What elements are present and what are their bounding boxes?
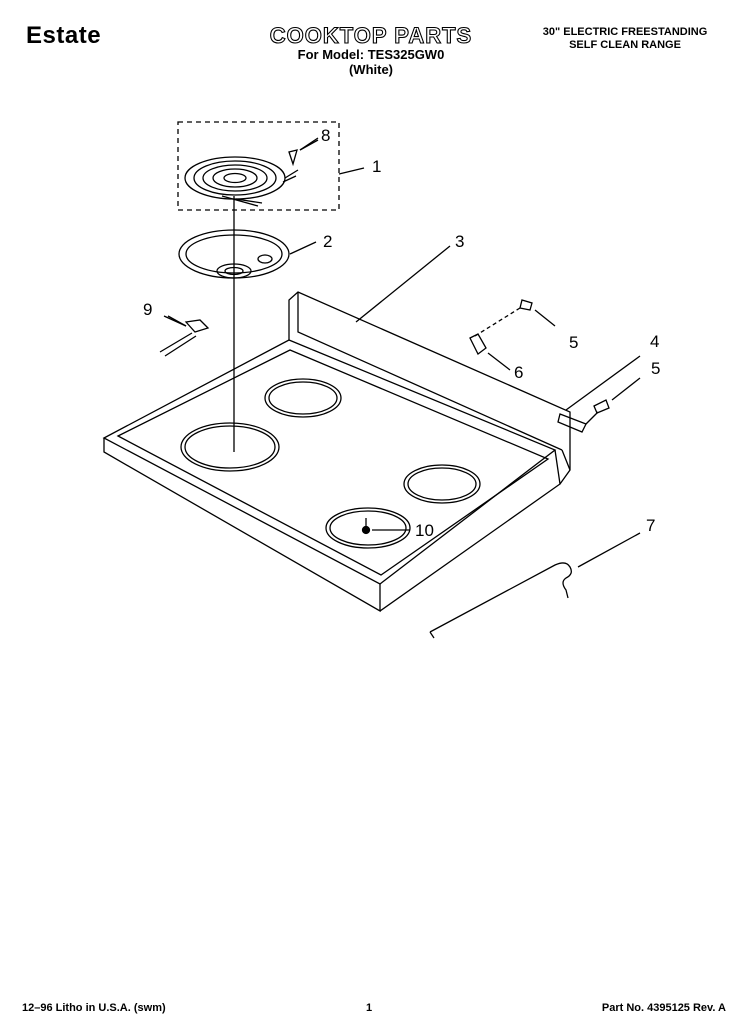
leader-1 xyxy=(338,167,365,175)
footer-litho: 12–96 Litho in U.S.A. (swm) xyxy=(22,1002,166,1014)
cooktop xyxy=(102,291,571,613)
element-assembly-box xyxy=(177,121,340,211)
callout-5b: 5 xyxy=(651,359,660,378)
wire-connector xyxy=(159,315,210,357)
callout-4: 4 xyxy=(650,332,659,351)
model-info: For Model: TES325GW0 (White) xyxy=(236,47,506,77)
callout-3: 3 xyxy=(455,232,464,251)
bracket-and-screw-right xyxy=(557,355,641,433)
burner-opening-front-left xyxy=(180,422,280,472)
leader-8 xyxy=(299,137,319,151)
callout-1: 1 xyxy=(372,157,381,176)
product-type: 30" ELECTRIC FREESTANDING SELF CLEAN RAN… xyxy=(520,26,730,52)
burner-opening-front-right xyxy=(325,507,411,549)
callout-2: 2 xyxy=(323,232,332,251)
callout-7: 7 xyxy=(646,516,655,535)
burner-opening-rear-right xyxy=(403,464,481,504)
screw-and-clip-upper xyxy=(469,299,556,371)
footer-part-number: Part No. 4395125 Rev. A xyxy=(601,1002,726,1014)
burner-opening-rear-left xyxy=(264,378,342,418)
surface-element-coil xyxy=(184,156,299,207)
footer-page-number: 1 xyxy=(366,1002,373,1014)
leader-3 xyxy=(355,245,451,323)
color-line: (White) xyxy=(348,62,394,77)
callout-9: 9 xyxy=(143,300,152,319)
callout-6: 6 xyxy=(514,363,523,382)
callout-8: 8 xyxy=(321,126,330,145)
type-line-2: SELF CLEAN RANGE xyxy=(569,39,681,51)
leader-2 xyxy=(289,241,317,255)
terminal-clip xyxy=(288,139,319,167)
callout-10: 10 xyxy=(415,521,434,540)
support-rod xyxy=(429,532,641,639)
callout-5a: 5 xyxy=(569,333,578,352)
leader-9 xyxy=(163,315,187,327)
brand-logo: Estate xyxy=(26,22,102,49)
page-title: COOKTOP PARTS xyxy=(269,22,473,48)
type-line-1: 30" ELECTRIC FREESTANDING xyxy=(542,26,708,38)
model-line: For Model: TES325GW0 xyxy=(297,47,445,62)
